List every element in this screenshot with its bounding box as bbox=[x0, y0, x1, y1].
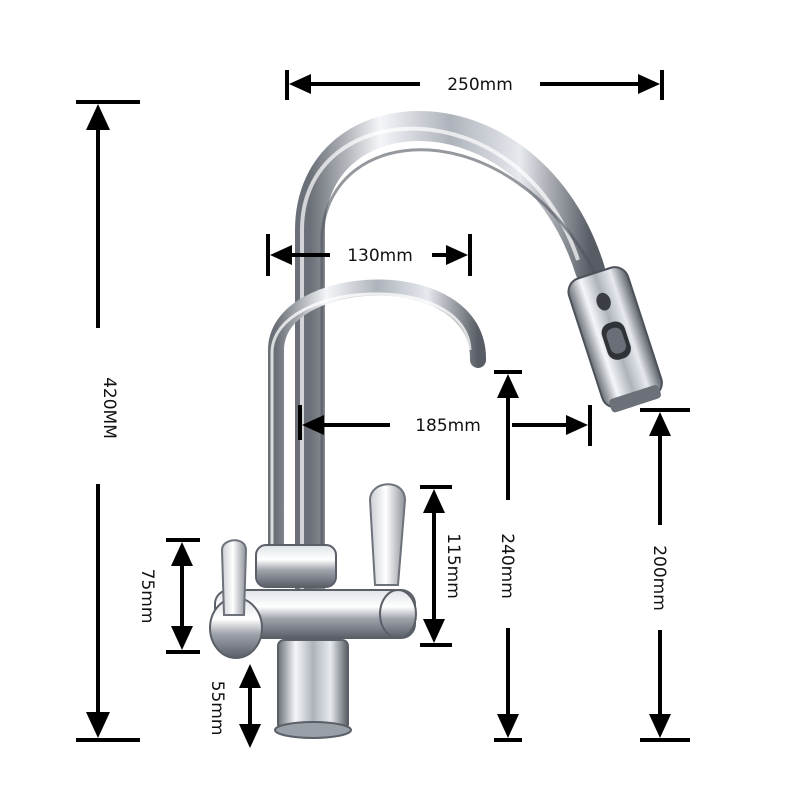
total-height-label: 420MM bbox=[99, 377, 119, 439]
faucet-illustration bbox=[209, 111, 663, 739]
spray-head bbox=[567, 266, 663, 413]
main-outlet-height-label: 200mm bbox=[649, 545, 669, 611]
filter-outlet-height-label: 240mm bbox=[497, 533, 517, 599]
dimension-total-height: 420MM bbox=[76, 100, 140, 742]
dimension-spout-gap: 185mm bbox=[298, 405, 592, 446]
dimension-right-handle-height: 115mm bbox=[420, 485, 463, 647]
spout-gap-label: 185mm bbox=[415, 416, 481, 436]
spout-collar bbox=[255, 544, 337, 588]
base-height-label: 55mm bbox=[207, 681, 227, 736]
spout-reach-label: 250mm bbox=[447, 75, 513, 95]
left-lever-handle bbox=[220, 539, 248, 616]
faucet-base bbox=[277, 639, 349, 731]
right-lever-handle bbox=[368, 483, 407, 586]
filter-spout-reach-label: 130mm bbox=[347, 246, 413, 266]
dimension-left-handle-height: 75mm bbox=[137, 538, 200, 654]
main-spout bbox=[295, 111, 605, 605]
dimension-filter-outlet-height: 240mm bbox=[494, 370, 522, 742]
dimension-filter-spout-reach: 130mm bbox=[266, 234, 472, 276]
dimension-spout-reach: 250mm bbox=[285, 70, 664, 100]
spray-button-top bbox=[596, 292, 611, 311]
left-handle-height-label: 75mm bbox=[137, 569, 157, 624]
right-handle-height-label: 115mm bbox=[443, 533, 463, 599]
dimension-base-height: 55mm bbox=[207, 664, 261, 748]
dimension-main-outlet-height: 200mm bbox=[640, 408, 690, 742]
